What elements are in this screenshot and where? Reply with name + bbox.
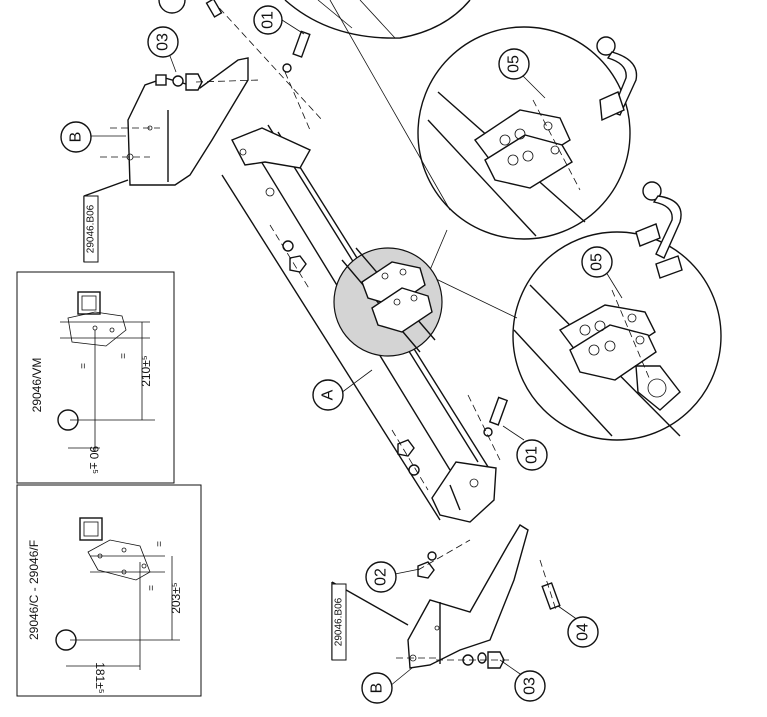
- panel-vm-dim-horizontal: 90 ±⁵: [87, 446, 101, 474]
- panel-vm-dim-vertical: 210±⁵: [139, 355, 153, 387]
- callout-02-label: 02: [373, 568, 390, 586]
- callout-03-bottom: 03: [514, 670, 546, 702]
- panel-cf-dim-horizontal: 181±⁵: [93, 662, 107, 694]
- bottom-bracket-b: [331, 394, 561, 669]
- panel-vm: 29046/VM 210±⁵ 90 ±⁵ = =: [16, 271, 175, 484]
- panel-cf-equal-2: =: [155, 541, 166, 547]
- callout-01-mid-label: 01: [524, 446, 541, 464]
- callout-b-top: B: [60, 121, 92, 153]
- panel-cf-dim-vertical: 203±⁵: [169, 582, 183, 614]
- callout-b-bottom-label: B: [369, 683, 386, 694]
- callout-04-label: 04: [575, 623, 592, 641]
- panel-cf-model: 29046/C - 29046/F: [27, 540, 41, 640]
- callout-a-label: A: [320, 389, 337, 400]
- detail-circle-upper: [417, 26, 638, 271]
- callout-01-top-label: 01: [260, 11, 277, 29]
- callout-partial-top: [158, 0, 186, 14]
- callout-03-top: 03: [147, 26, 179, 58]
- detail-circle-lower: [433, 181, 722, 441]
- callout-b-top-label: B: [68, 132, 85, 143]
- panel-vm-equal-1: =: [79, 363, 90, 369]
- part-label-top-text: 29046.B06: [86, 204, 97, 253]
- part-label-bottom: 29046.B06: [331, 583, 347, 661]
- callout-05-upper: 05: [498, 48, 530, 80]
- part-label-top: 29046.B06: [83, 195, 99, 263]
- partial-detail-circle: [284, 0, 471, 211]
- callout-a: A: [312, 379, 344, 411]
- callout-01-top: 01: [253, 5, 283, 35]
- panel-vm-model: 29046/VM: [30, 358, 44, 413]
- part-label-bottom-text: 29046.B06: [334, 597, 345, 646]
- leader-lines: [90, 19, 623, 687]
- callout-b-bottom: B: [361, 672, 393, 704]
- callout-03-top-label: 03: [155, 33, 172, 51]
- callout-04: 04: [567, 616, 599, 648]
- panel-cf-equal-1: =: [147, 585, 158, 591]
- callout-02: 02: [365, 561, 397, 593]
- callout-05-lower-label: 05: [589, 253, 606, 271]
- callout-05-lower: 05: [581, 246, 613, 278]
- callout-05-upper-label: 05: [506, 55, 523, 73]
- callout-01-mid: 01: [516, 439, 548, 471]
- callout-03-bottom-label: 03: [522, 677, 539, 695]
- top-bracket-b: [83, 0, 323, 291]
- panel-vm-equal-2: =: [119, 353, 130, 359]
- panel-cf: 29046/C - 29046/F 203±⁵ 181±⁵ = =: [16, 484, 202, 697]
- magnifier-circle: [333, 247, 443, 357]
